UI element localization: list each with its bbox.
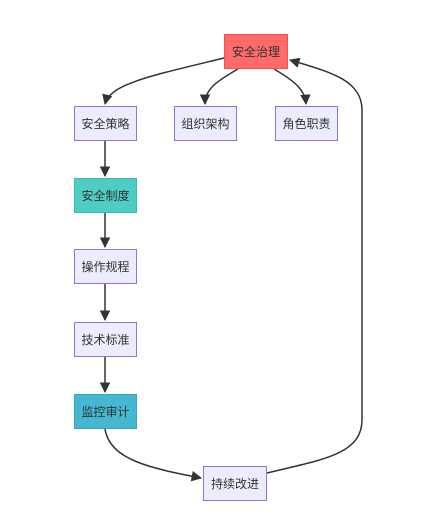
node-governance-label: 安全治理 [231,45,280,59]
node-improve[interactable]: 持续改进 [203,466,267,501]
node-governance[interactable]: 安全治理 [224,34,288,69]
node-audit[interactable]: 监控审计 [74,394,137,429]
node-standard-label: 技术标准 [81,333,130,347]
node-audit-label: 监控审计 [81,405,130,419]
node-org[interactable]: 组织架构 [174,106,237,141]
edge-governance-role [273,68,311,106]
node-role-label: 角色职责 [282,117,331,131]
node-procedure[interactable]: 操作规程 [74,249,137,284]
node-policy[interactable]: 安全制度 [74,178,137,213]
node-standard[interactable]: 技术标准 [74,322,137,357]
node-improve-label: 持续改进 [210,477,259,491]
node-policy-label: 安全制度 [81,189,130,203]
node-procedure-label: 操作规程 [81,260,130,274]
node-role[interactable]: 角色职责 [275,106,338,141]
edge-governance-strategy [102,57,225,106]
node-strategy-label: 安全策略 [81,117,130,131]
node-strategy[interactable]: 安全策略 [74,106,137,141]
edge-audit-improve [104,428,203,482]
edge-improve-governance [266,57,363,474]
edge-governance-org [199,68,239,106]
node-org-label: 组织架构 [181,117,230,131]
